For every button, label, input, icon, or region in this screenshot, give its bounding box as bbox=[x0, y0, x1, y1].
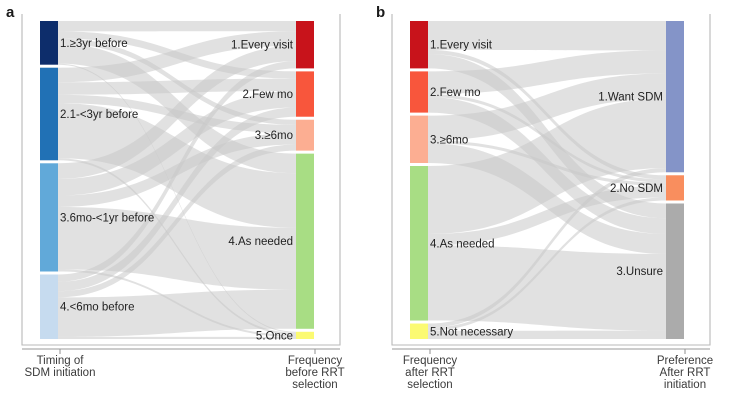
node-t3[interactable] bbox=[40, 163, 58, 272]
node-label-f2: 2.Few mo bbox=[243, 89, 294, 101]
node-label-f3: 3.≥6mo bbox=[255, 130, 293, 142]
node-g3[interactable] bbox=[410, 115, 428, 163]
node-label-t1: 1.≥3yr before bbox=[60, 38, 128, 50]
node-p1[interactable] bbox=[666, 21, 684, 173]
node-g5[interactable] bbox=[410, 323, 428, 339]
axis-label-freq_before-line2: before RRT bbox=[285, 367, 344, 379]
flow-t4-to-f1 bbox=[58, 61, 296, 282]
node-label-p1: 1.Want SDM bbox=[598, 92, 663, 104]
node-label-t3: 3.6mo-<1yr before bbox=[60, 212, 154, 224]
node-label-f1: 1.Every visit bbox=[231, 40, 294, 52]
flow-g1-to-p1 bbox=[428, 21, 666, 51]
panel-a: 1.≥3yr before 2.1-<3yr before 3.6mo-<1yr b… bbox=[21, 14, 345, 391]
flow-t4-to-f3 bbox=[58, 144, 296, 298]
node-label-t2: 2.1-<3yr before bbox=[60, 109, 138, 121]
node-p2[interactable] bbox=[666, 175, 684, 201]
node-t2[interactable] bbox=[40, 67, 58, 161]
flow-t1-to-f1 bbox=[58, 21, 296, 32]
node-label-f4: 4.As needed bbox=[228, 236, 293, 248]
panel-letter-a: a bbox=[6, 4, 15, 21]
flow-g5-to-p2 bbox=[428, 197, 666, 331]
flow-t4-to-f5 bbox=[58, 336, 296, 339]
node-t4[interactable] bbox=[40, 274, 58, 339]
axis-label-pref_after-line3: initiation bbox=[664, 379, 706, 391]
flow-t2-to-f1 bbox=[58, 31, 296, 83]
node-t1[interactable] bbox=[40, 21, 58, 65]
node-label-g4: 4.As needed bbox=[430, 238, 495, 250]
flow-g5-to-p3 bbox=[428, 330, 666, 339]
axis-label-freq_after-line1: Frequency bbox=[403, 355, 458, 367]
node-f4[interactable] bbox=[296, 153, 314, 329]
node-label-g5: 5.Not necessary bbox=[430, 326, 513, 338]
node-label-t4: 4.<6mo before bbox=[60, 302, 134, 314]
flow-g5-to-p1 bbox=[428, 168, 666, 328]
panel-frame bbox=[21, 14, 341, 346]
axis-label-freq_before-line1: Frequency bbox=[288, 355, 343, 367]
axis-label-timing-line1: Timing of bbox=[37, 355, 85, 367]
node-label-p3: 3.Unsure bbox=[616, 266, 663, 278]
flow-g4-to-p3 bbox=[428, 245, 666, 331]
node-label-g1: 1.Every visit bbox=[430, 40, 493, 52]
axis-label-freq_after-line2: after RRT bbox=[405, 367, 455, 379]
node-f3[interactable] bbox=[296, 119, 314, 151]
node-f2[interactable] bbox=[296, 71, 314, 117]
axis-label-freq_after-line3: selection bbox=[407, 379, 452, 391]
node-p3[interactable] bbox=[666, 203, 684, 339]
flow-links bbox=[428, 21, 666, 339]
node-f5[interactable] bbox=[296, 331, 314, 339]
flow-links bbox=[58, 21, 296, 339]
flow-t3-to-f2 bbox=[58, 90, 296, 196]
flow-g4-to-p1 bbox=[428, 98, 666, 235]
panel-b: 1.Every visit 2.Few mo 3.≥6mo 4.As needed 5.… bbox=[391, 14, 713, 391]
axis-label-pref_after-line1: Preference bbox=[657, 355, 713, 367]
axis-label-freq_before-line3: selection bbox=[292, 379, 337, 391]
panel-frame bbox=[391, 14, 711, 346]
node-label-g3: 3.≥6mo bbox=[430, 134, 468, 146]
node-f1[interactable] bbox=[296, 21, 314, 69]
node-label-g2: 2.Few mo bbox=[430, 87, 481, 99]
axis-label-pref_after-line2: After RRT bbox=[660, 367, 711, 379]
node-g4[interactable] bbox=[410, 166, 428, 321]
panel-letter-b: b bbox=[376, 4, 386, 21]
flow-g3-to-p1 bbox=[428, 73, 666, 141]
flow-t4-to-f2 bbox=[58, 107, 296, 292]
flow-t4-to-f4 bbox=[58, 289, 296, 337]
flow-t3-to-f1 bbox=[58, 45, 296, 179]
node-label-f5: 5.Once bbox=[256, 330, 293, 342]
flow-g4-to-p2 bbox=[428, 185, 666, 246]
flow-g2-to-p1 bbox=[428, 50, 666, 95]
node-label-p2: 2.No SDM bbox=[610, 183, 663, 195]
node-g1[interactable] bbox=[410, 21, 428, 69]
node-g2[interactable] bbox=[410, 71, 428, 113]
axis-label-timing-line2: SDM initiation bbox=[25, 367, 96, 379]
